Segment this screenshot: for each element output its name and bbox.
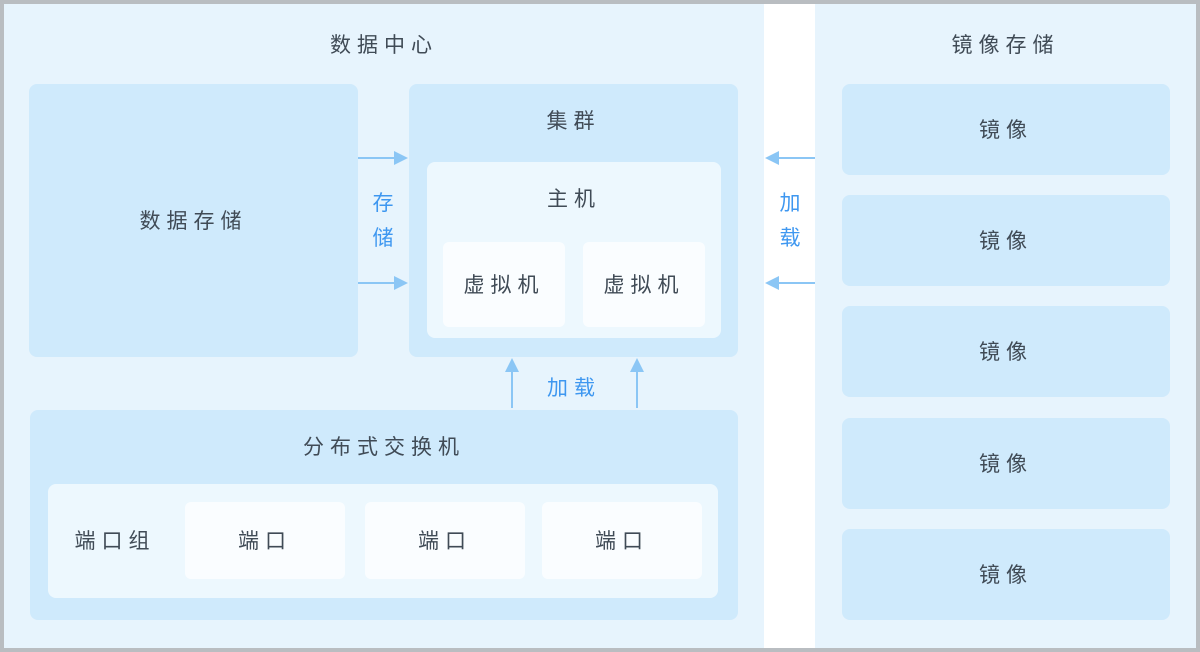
image-label: 镜像 (979, 117, 1033, 142)
load-arrow-line (779, 282, 815, 284)
port-box: 端口 (185, 502, 345, 579)
image-storage-title: 镜像存储 (951, 33, 1060, 57)
distributed-switch-label: 分布式交换机 (303, 435, 465, 459)
vm-box: 虚拟机 (443, 242, 565, 327)
storage-arrow-right-icon (394, 151, 408, 165)
data-storage-label: 数据存储 (139, 208, 248, 233)
load-edge-label-bottom: 加载 (547, 376, 601, 400)
port-group-container: 端口组 端口 端口 端口 (48, 484, 718, 598)
vm-label: 虚拟机 (463, 272, 545, 297)
host-label: 主机 (547, 187, 601, 211)
image-box: 镜像 (842, 195, 1170, 286)
image-label: 镜像 (979, 339, 1033, 364)
image-label: 镜像 (979, 451, 1033, 476)
port-group-label: 端口组 (74, 529, 156, 553)
port-box: 端口 (542, 502, 702, 579)
image-box: 镜像 (842, 529, 1170, 620)
storage-arrow-line (358, 157, 394, 159)
image-label: 镜像 (979, 562, 1033, 587)
load-arrow-up-icon (505, 358, 519, 372)
image-box: 镜像 (842, 418, 1170, 509)
port-label: 端口 (238, 528, 292, 553)
cluster-box: 集群 主机 虚拟机 虚拟机 (409, 84, 738, 357)
image-label: 镜像 (979, 228, 1033, 253)
image-box: 镜像 (842, 84, 1170, 175)
port-label: 端口 (595, 528, 649, 553)
load-arrow-line (779, 157, 815, 159)
load-arrow-left-icon (765, 151, 779, 165)
load-edge-label-right: 加载 (779, 191, 801, 250)
load-arrow-left-icon (765, 276, 779, 290)
load-arrow-line (636, 372, 638, 408)
port-box: 端口 (365, 502, 525, 579)
host-box: 主机 虚拟机 虚拟机 (427, 162, 721, 338)
vm-label: 虚拟机 (603, 272, 685, 297)
storage-arrow-right-icon (394, 276, 408, 290)
load-arrow-line (511, 372, 513, 408)
distributed-switch-box: 分布式交换机 端口组 端口 端口 端口 (30, 410, 738, 620)
data-storage-box: 数据存储 (29, 84, 358, 357)
datacenter-title: 数据中心 (330, 33, 438, 57)
cluster-label: 集群 (546, 109, 601, 133)
storage-edge-label: 存储 (372, 191, 394, 250)
port-label: 端口 (418, 528, 472, 553)
vm-box: 虚拟机 (583, 242, 705, 327)
storage-arrow-line (358, 282, 394, 284)
load-arrow-up-icon (630, 358, 644, 372)
image-box: 镜像 (842, 306, 1170, 397)
